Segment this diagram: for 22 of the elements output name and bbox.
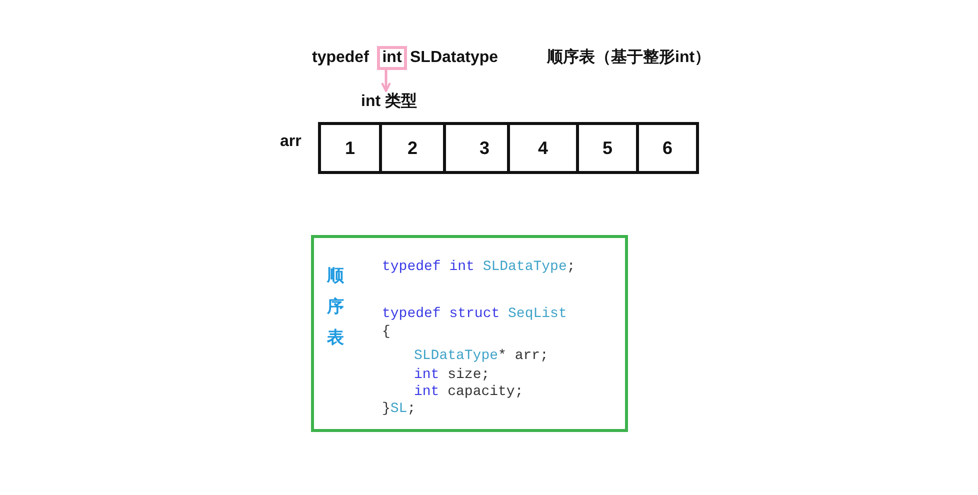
array-cell: 4 (507, 122, 579, 174)
code-line: typedef int SLDataType; (382, 259, 576, 276)
arrow (381, 70, 391, 92)
code-line: int capacity; (414, 384, 524, 401)
code-text: typedef (312, 48, 369, 68)
code-line: typedef struct SeqList (382, 306, 567, 323)
code-line: SLDataType* arr; (414, 348, 548, 365)
code-line: }SL; (382, 401, 416, 418)
code-line: { (382, 324, 390, 341)
array-cell: 1 (318, 122, 382, 174)
array-cell: 5 (576, 122, 639, 174)
title-text: 顺序表（基于整形int） (547, 48, 711, 68)
array-cell: 6 (636, 122, 699, 174)
array-name: arr (280, 132, 302, 152)
code-line: int size; (414, 367, 490, 384)
annotation-text: int 类型 (361, 92, 441, 112)
highlighted-word: int (377, 46, 407, 70)
vertical-heading: 顺序表 (327, 265, 345, 349)
array-cell: 2 (379, 122, 446, 174)
code-text: SLDatatype (410, 48, 498, 68)
code-panel (311, 235, 628, 432)
array-cell: 3 (443, 122, 510, 174)
